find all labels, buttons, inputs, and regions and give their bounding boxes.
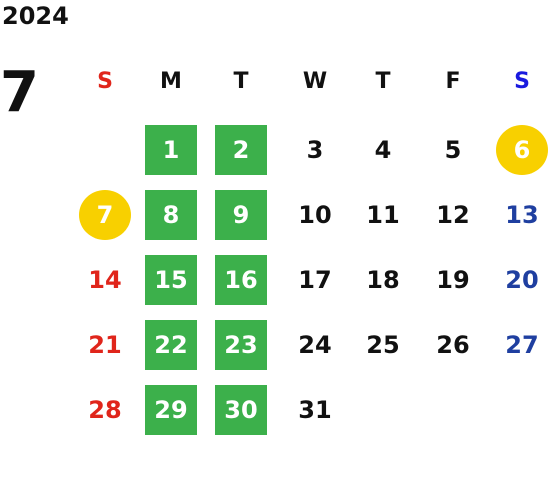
calendar-day[interactable]: 12 [436, 201, 470, 229]
calendar-day[interactable]: 24 [298, 331, 332, 359]
calendar-day[interactable]: 1 [145, 125, 197, 175]
calendar-day[interactable]: 30 [215, 385, 267, 435]
calendar-day[interactable]: 6 [496, 125, 548, 175]
calendar-day[interactable]: 28 [88, 396, 122, 424]
weekday-tue: T [233, 68, 249, 94]
calendar-day[interactable]: 14 [88, 266, 122, 294]
calendar-day[interactable]: 5 [444, 136, 462, 164]
calendar-day[interactable]: 27 [505, 331, 539, 359]
calendar-day[interactable]: 15 [145, 255, 197, 305]
calendar-day[interactable]: 3 [306, 136, 324, 164]
calendar-day[interactable]: 19 [436, 266, 470, 294]
calendar-day[interactable]: 22 [145, 320, 197, 370]
weekday-mon: M [160, 68, 182, 94]
calendar-day[interactable]: 18 [366, 266, 400, 294]
calendar-day[interactable]: 26 [436, 331, 470, 359]
calendar-day[interactable]: 7 [79, 190, 131, 240]
calendar-day[interactable]: 23 [215, 320, 267, 370]
weekday-wed: W [302, 68, 328, 94]
month-label: 7 [0, 60, 39, 125]
calendar-day[interactable]: 21 [88, 331, 122, 359]
calendar-day[interactable]: 31 [298, 396, 332, 424]
weekday-fri: F [445, 68, 461, 94]
weekday-sun: S [97, 68, 113, 94]
weekday-thu: T [375, 68, 391, 94]
calendar-day[interactable]: 25 [366, 331, 400, 359]
calendar-day[interactable]: 13 [505, 201, 539, 229]
calendar-day[interactable]: 2 [215, 125, 267, 175]
year-label: 2024 [2, 2, 69, 30]
calendar-day[interactable]: 20 [505, 266, 539, 294]
weekday-sat: S [514, 68, 530, 94]
calendar-day[interactable]: 17 [298, 266, 332, 294]
calendar-day[interactable]: 10 [298, 201, 332, 229]
calendar-day[interactable]: 4 [374, 136, 392, 164]
calendar-day[interactable]: 11 [366, 201, 400, 229]
calendar-day[interactable]: 16 [215, 255, 267, 305]
calendar-day[interactable]: 29 [145, 385, 197, 435]
calendar-day[interactable]: 9 [215, 190, 267, 240]
calendar-day[interactable]: 8 [145, 190, 197, 240]
